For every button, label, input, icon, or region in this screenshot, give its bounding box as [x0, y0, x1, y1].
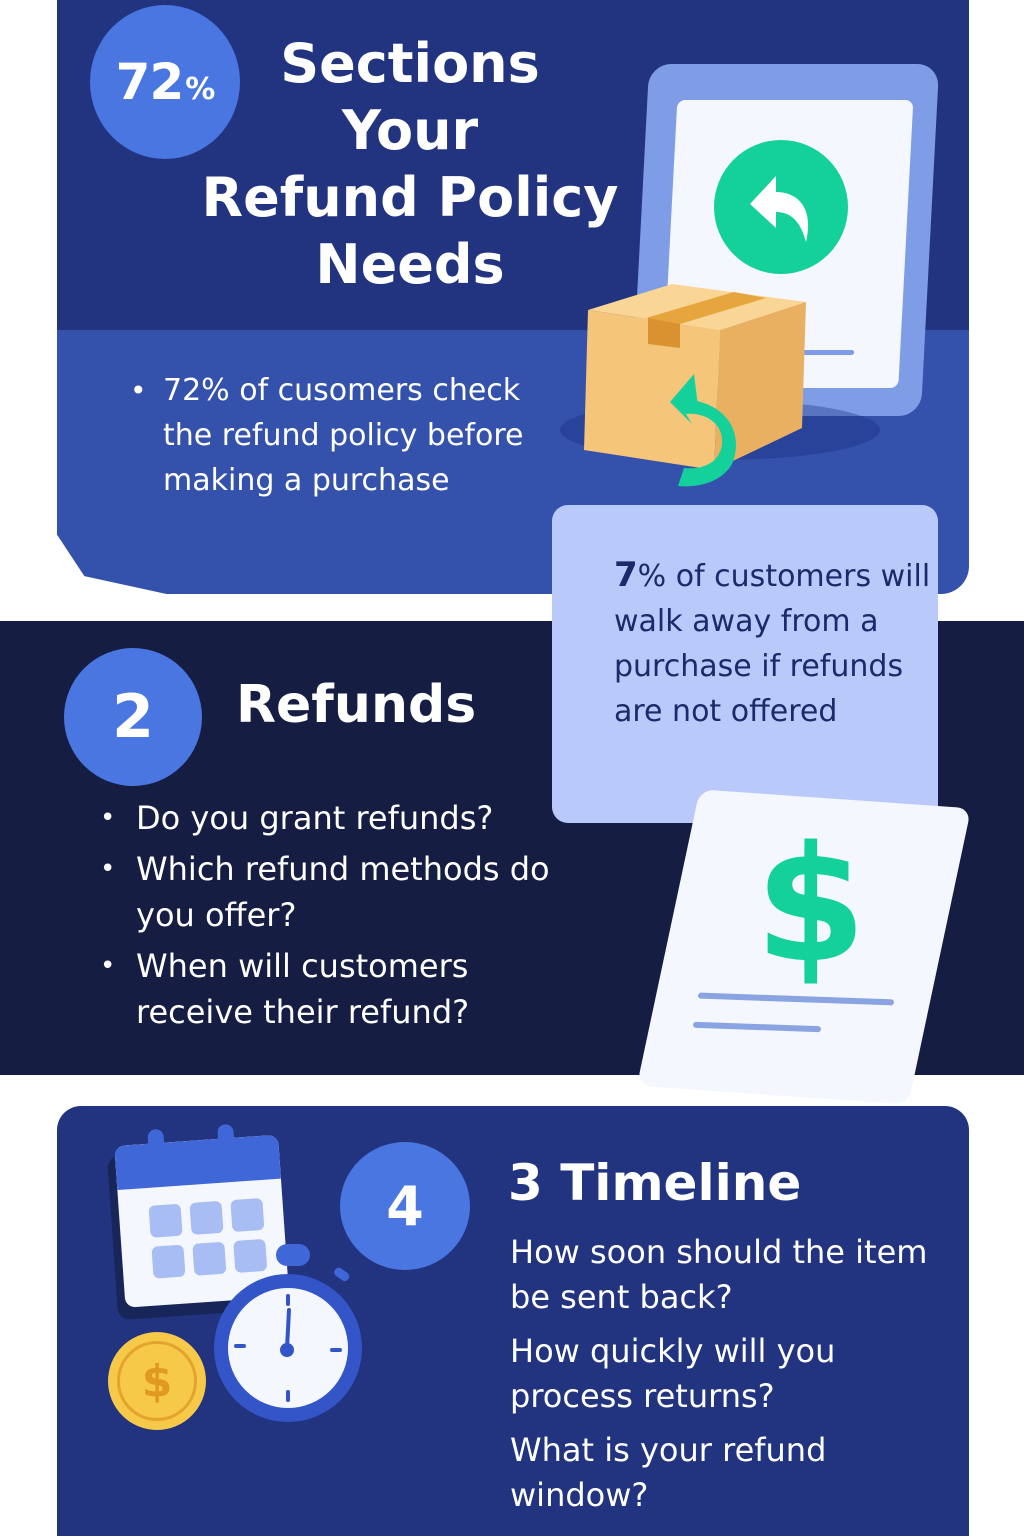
refunds-question-list: • Do you grant refunds? • Which refund m…	[100, 795, 560, 1040]
dollar-sign-icon: $	[755, 811, 867, 998]
list-item-text: Which refund methods do you offer?	[136, 850, 550, 934]
calendar-ring	[147, 1128, 165, 1156]
list-item: • Do you grant refunds?	[100, 795, 560, 841]
coin-icon: $	[108, 1332, 206, 1430]
calendar-day	[230, 1197, 265, 1233]
stat-badge-72-percent: 72%	[90, 5, 240, 159]
calendar-ring	[217, 1123, 235, 1151]
stat-walkaway-figure: 7	[614, 555, 638, 595]
undo-arrow-icon	[714, 140, 848, 274]
list-item-text: When will customers receive their refund…	[136, 947, 470, 1031]
timeline-heading: 3 Timeline	[508, 1154, 802, 1212]
stat-check-policy-text: 72% of cusomers check the refund policy …	[163, 373, 524, 498]
section-number: 2	[112, 682, 154, 752]
list-item-text: Do you grant refunds?	[136, 799, 494, 837]
bullet-icon: •	[100, 951, 116, 981]
bullet-icon: •	[100, 854, 116, 884]
stat-check-policy: • 72% of cusomers check the refund polic…	[130, 368, 530, 503]
page-title-line-3: Refund Policy	[201, 166, 619, 229]
page-title-line-2: Your	[341, 99, 479, 162]
package-box-icon	[584, 284, 806, 470]
timeline-question-list: How soon should the item be sent back? H…	[510, 1230, 950, 1527]
stat-walkaway-unit: %	[637, 559, 667, 594]
bullet-icon: •	[130, 374, 147, 407]
section-number: 4	[386, 1174, 424, 1238]
page-title: Sections Your Refund Policy Needs	[200, 30, 620, 298]
calendar-day	[148, 1203, 183, 1238]
stat-badge-unit: %	[185, 71, 215, 107]
calendar-day	[189, 1200, 224, 1235]
list-item: What is your refund window?	[510, 1431, 827, 1514]
calendar-day	[151, 1244, 186, 1279]
coin-dollar-symbol: $	[117, 1341, 197, 1421]
section-number-badge-2: 2	[64, 648, 202, 786]
section-number-badge-4: 4	[340, 1142, 470, 1270]
list-item: • When will customers receive their refu…	[100, 943, 560, 1035]
list-item: How soon should the item be sent back?	[510, 1233, 928, 1316]
stat-walkaway-text: 7% of customers will walk away from a pu…	[614, 553, 934, 734]
list-item: How quickly will you process returns?	[510, 1332, 836, 1415]
bullet-icon: •	[100, 803, 116, 833]
list-item: • Which refund methods do you offer?	[100, 846, 560, 938]
page-title-line-4: Needs	[315, 233, 505, 296]
stat-walkaway-callout: 7% of customers will walk away from a pu…	[552, 505, 938, 823]
stat-walkaway-description: of customers will walk away from a purch…	[614, 559, 931, 729]
return-arrow-icon	[670, 374, 737, 487]
stat-badge-value: 72	[115, 53, 185, 111]
page-title-line-1: Sections	[280, 32, 540, 95]
stopwatch-icon	[214, 1244, 362, 1422]
refunds-heading: Refunds	[236, 675, 477, 735]
